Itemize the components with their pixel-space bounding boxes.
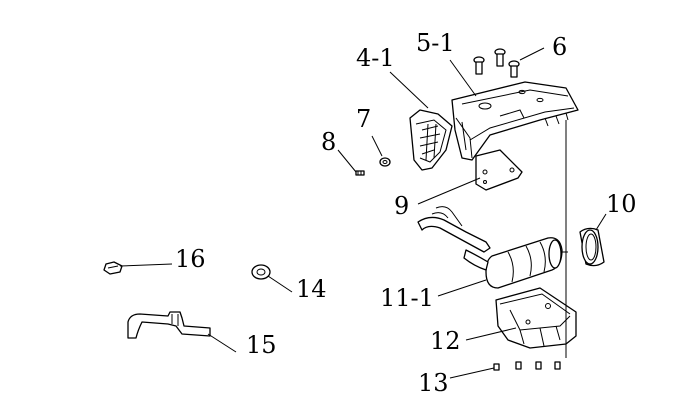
callout-9: 9 (394, 192, 409, 220)
part-6-bolts (473, 48, 520, 78)
callout-labels: 4-1 5-1 6 7 8 9 10 11-1 12 13 14 15 16 (175, 29, 637, 397)
part-12-lower-tray (495, 287, 577, 349)
part-15-hose (127, 311, 211, 339)
callout-4-1: 4-1 (356, 44, 395, 72)
callout-13: 13 (418, 369, 449, 397)
callout-16: 16 (175, 245, 206, 273)
callout-8: 8 (321, 128, 336, 156)
callout-11-1: 11-1 (380, 284, 434, 312)
part-5-1-mounting-bracket (451, 81, 579, 161)
part-16-clip (103, 261, 123, 275)
callout-5-1: 5-1 (416, 29, 455, 57)
part-9-mounting-plate (475, 149, 523, 191)
part-13-screws (493, 361, 561, 371)
part-7-nut (379, 157, 391, 167)
part-11-1-canister (417, 206, 568, 289)
leader-lines (119, 47, 607, 379)
callout-6: 6 (552, 33, 567, 61)
callout-10: 10 (606, 190, 637, 218)
callout-14: 14 (296, 275, 327, 303)
part-4-1-side-bracket (409, 109, 453, 171)
callout-7: 7 (356, 105, 371, 133)
callout-12: 12 (430, 327, 461, 355)
part-8-screw (355, 170, 365, 176)
callout-15: 15 (246, 331, 277, 359)
part-10-clamp-ring (579, 227, 605, 267)
part-14-grommet (251, 264, 271, 280)
